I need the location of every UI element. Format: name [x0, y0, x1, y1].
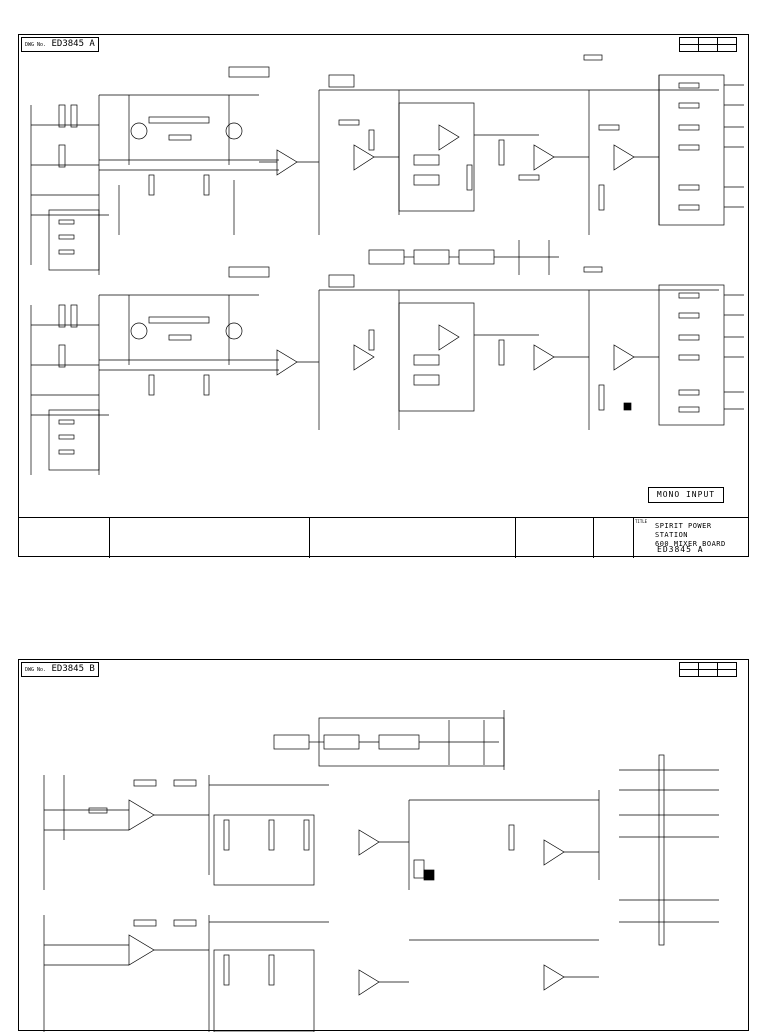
circuit-diagram-a — [30, 54, 744, 475]
title-block-cell — [593, 518, 633, 558]
title-block-cell — [515, 518, 593, 558]
regulator-block-b — [273, 710, 505, 770]
revision-table-b — [679, 662, 737, 677]
regulator-block — [228, 240, 603, 278]
schematic-sheet-b: DWG No. ED3845 B — [18, 659, 749, 1032]
title-block-cell — [109, 518, 309, 558]
revision-table-a — [679, 37, 737, 52]
title-block-drawing-number: ED3845 A — [657, 545, 704, 554]
drawing-number-tag-a: DWG No. ED3845 A — [21, 37, 99, 52]
title-line-1: SPIRIT POWER STATION — [655, 522, 712, 539]
circuit-diagram-b — [43, 710, 719, 1032]
title-line-2: 600 MIXER BOARD — [655, 540, 726, 548]
drawing-number-tag-b: DWG No. ED3845 B — [21, 662, 99, 677]
section-label-box: MONO INPUT — [648, 487, 724, 503]
lower-channel-circuit — [30, 274, 744, 475]
upper-channel-b — [43, 754, 719, 946]
title-block-cell: TITLE — [633, 518, 748, 558]
title-prefix: TITLE — [635, 519, 648, 524]
schematic-sheet-a: DWG No. ED3845 A — [18, 34, 749, 558]
upper-channel-circuit — [30, 54, 744, 275]
drawing-title: SPIRIT POWER STATION 600 MIXER BOARD — [655, 522, 748, 549]
title-block: TITLE — [19, 517, 748, 558]
lower-channel-b — [43, 915, 599, 1032]
title-block-cell — [309, 518, 515, 558]
